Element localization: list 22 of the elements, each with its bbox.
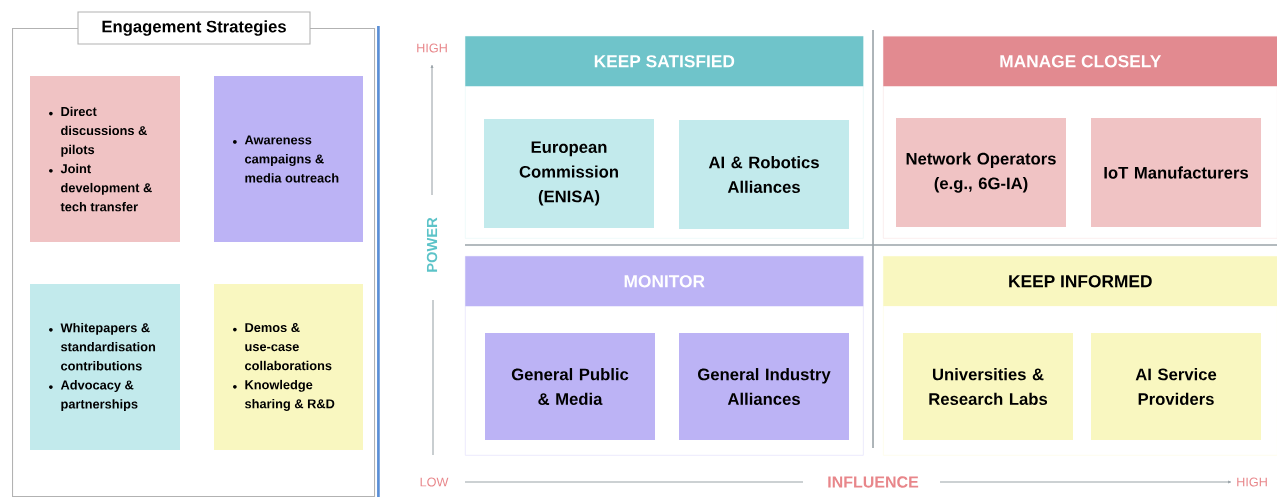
stakeholder-card: Universities & Research Labs: [903, 333, 1073, 440]
stakeholder-card: General Public & Media: [485, 333, 655, 440]
stakeholder-card: General Industry Alliances: [679, 333, 849, 440]
axis-label: HIGH: [414, 42, 450, 54]
axis-label: INFLUENCE: [825, 475, 921, 489]
quadrant-header: KEEP SATISFIED: [465, 36, 864, 87]
sticky-note: Direct discussions & pilots Joint development & tech transfer: [30, 76, 180, 242]
title-box: Engagement Strategies: [77, 11, 311, 45]
stakeholder-card: AI & Robotics Alliances: [679, 120, 849, 229]
stakeholder-card: AI Service Providers: [1091, 333, 1261, 440]
sticky-note: Demos & use-case collaborations Knowledge sharing & R&D: [214, 284, 363, 450]
quadrant-header: MONITOR: [465, 256, 864, 307]
axis-label: HIGH: [1234, 476, 1270, 488]
quadrant-header: KEEP INFORMED: [883, 256, 1277, 307]
stakeholder-card: Network Operators (e.g., 6G-IA): [896, 118, 1066, 227]
quadrant-header: MANAGE CLOSELY: [883, 36, 1277, 87]
axis-label: LOW: [418, 476, 450, 488]
axis-label: POWER: [425, 215, 439, 275]
sticky-note: Awareness campaigns & media outreach: [214, 76, 363, 242]
sticky-note: Whitepapers & standardisation contributions Advocacy & partnerships: [30, 284, 180, 450]
stakeholder-card: IoT Manufacturers: [1091, 118, 1261, 227]
stakeholder-card: European Commission (ENISA): [484, 119, 654, 228]
